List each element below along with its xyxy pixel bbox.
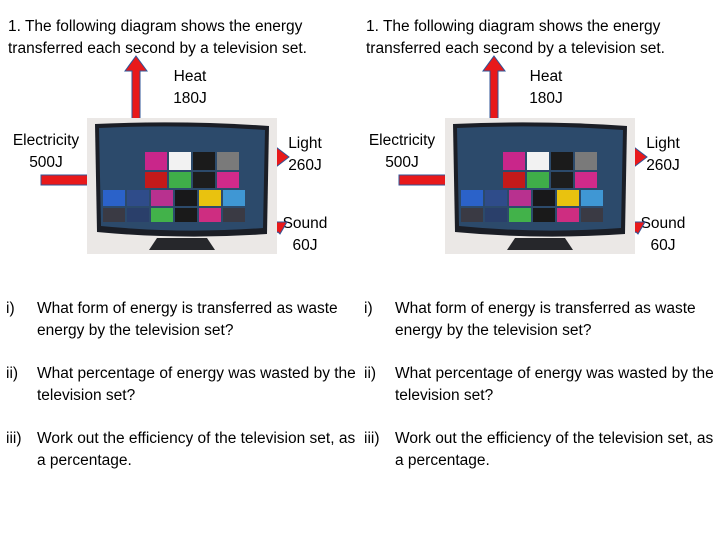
worksheet-panel-left: 1. The following diagram shows the energ… [6, 18, 356, 472]
question-number: iii) [364, 430, 380, 447]
question-number: i) [364, 300, 373, 317]
light-value: 260J [288, 157, 322, 174]
electricity-value: 500J [385, 154, 419, 171]
question-i: i) What form of energy is transferred as… [364, 298, 714, 342]
question-iii: iii) Work out the efficiency of the tele… [364, 428, 714, 472]
heat-value: 180J [173, 90, 207, 107]
question-text: What form of energy is transferred as wa… [37, 300, 338, 339]
question-heading: 1. The following diagram shows the energ… [366, 18, 665, 57]
light-label: Light [288, 135, 322, 152]
sound-label: Sound [640, 215, 686, 232]
worksheet-panel-right: 1. The following diagram shows the energ… [358, 0, 718, 540]
question-number: iii) [6, 430, 22, 447]
heat-value: 180J [529, 90, 563, 107]
light-label: Light [646, 135, 680, 152]
question-iii: iii) Work out the efficiency of the tele… [6, 428, 356, 472]
electricity-label: Electricity [368, 132, 436, 149]
question-ii: ii) What percentage of energy was wasted… [6, 363, 356, 407]
question-text: What percentage of energy was wasted by … [37, 365, 356, 404]
television-image [445, 118, 635, 254]
heat-label: Heat [529, 68, 563, 85]
question-text: Work out the efficiency of the televisio… [37, 430, 356, 469]
question-i: i) What form of energy is transferred as… [6, 298, 356, 342]
question-number: i) [6, 300, 15, 317]
question-number: ii) [6, 365, 19, 382]
heat-arrow [482, 55, 506, 125]
question-text: What form of energy is transferred as wa… [395, 300, 696, 339]
question-number: ii) [364, 365, 377, 382]
heat-label: Heat [173, 68, 207, 85]
question-ii: ii) What percentage of energy was wasted… [364, 363, 714, 407]
sound-label: Sound [282, 215, 328, 232]
light-value: 260J [646, 157, 680, 174]
heat-arrow [124, 55, 148, 125]
television-image [87, 118, 277, 254]
question-heading: 1. The following diagram shows the energ… [8, 18, 307, 57]
sound-value: 60J [650, 237, 676, 254]
question-text: What percentage of energy was wasted by … [395, 365, 714, 404]
sound-value: 60J [292, 237, 318, 254]
question-text: Work out the efficiency of the televisio… [395, 430, 714, 469]
electricity-label: Electricity [12, 132, 80, 149]
electricity-value: 500J [29, 154, 63, 171]
